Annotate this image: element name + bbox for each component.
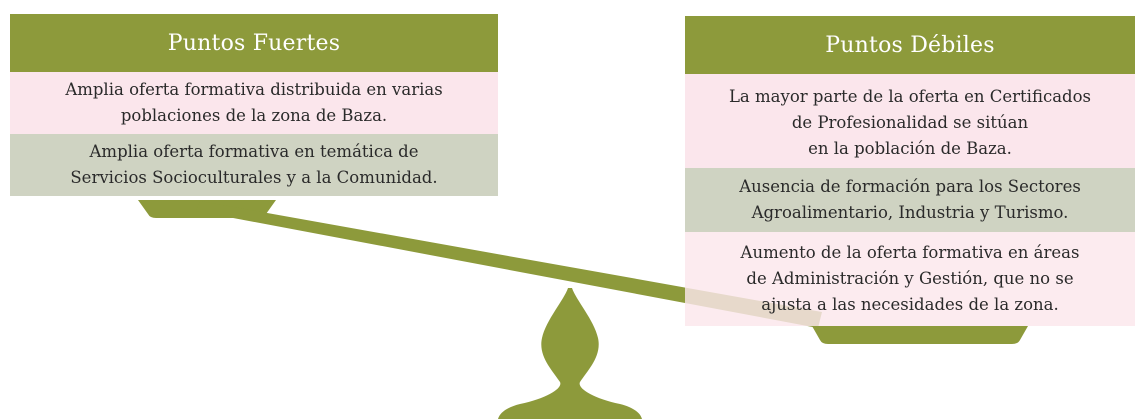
weaknesses-title: Puntos Débiles	[825, 32, 995, 58]
strengths-panel: Puntos Fuertes Amplia oferta formativa d…	[10, 14, 498, 196]
weakness-item: La mayor parte de la oferta en Certifica…	[685, 74, 1135, 168]
weaknesses-panel: Puntos Débiles La mayor parte de la ofer…	[685, 16, 1135, 326]
strength-item: Amplia oferta formativa distribuida en v…	[10, 72, 498, 134]
weaknesses-header: Puntos Débiles	[685, 16, 1135, 74]
scale-beam	[196, 201, 822, 328]
scale-stand	[498, 288, 642, 419]
right-pan	[812, 326, 1028, 344]
strength-item: Amplia oferta formativa en temática de S…	[10, 134, 498, 196]
weakness-item: Aumento de la oferta formativa en áreas …	[685, 232, 1135, 326]
weakness-item: Ausencia de formación para los Sectores …	[685, 168, 1135, 232]
strengths-header: Puntos Fuertes	[10, 14, 498, 72]
strengths-title: Puntos Fuertes	[167, 30, 341, 56]
